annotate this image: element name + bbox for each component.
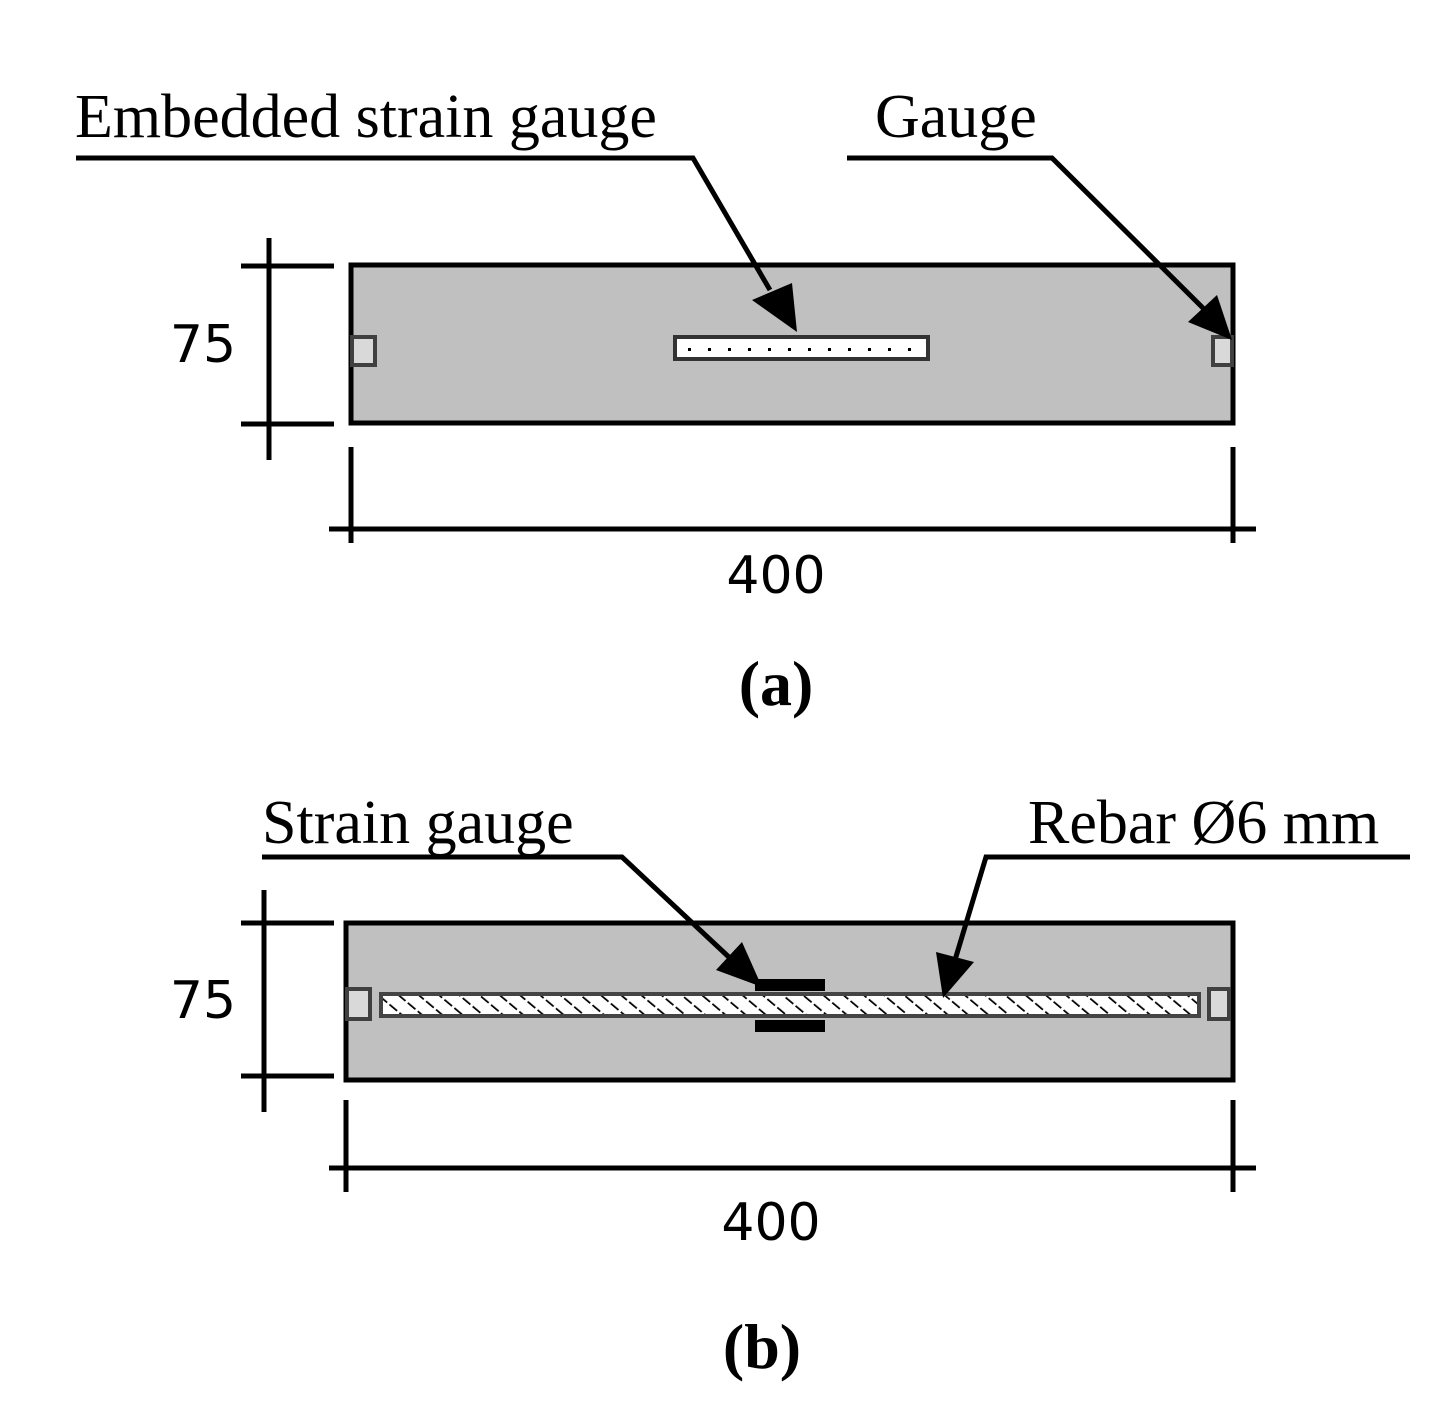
end-gauge-right-b <box>1207 987 1231 1021</box>
gauge-leader <box>847 155 1207 312</box>
gauge-label: Gauge <box>875 83 1037 151</box>
end-gauge-right-a <box>1211 335 1234 367</box>
end-gauge-left-a <box>350 335 377 367</box>
rebar <box>379 992 1201 1018</box>
gauge-arrowhead <box>1188 295 1232 340</box>
strain-gauge-top-plate <box>755 979 825 991</box>
height-dimension-b <box>241 890 334 1112</box>
embedded-gauge-leader <box>76 155 773 292</box>
length-dim-label-a: 400 <box>726 546 825 606</box>
strain-gauge-label: Strain gauge <box>262 789 574 857</box>
embedded-gauge-arrowhead <box>752 283 797 332</box>
length-dim-label-b: 400 <box>721 1193 820 1253</box>
height-dim-label-b: 75 <box>170 971 236 1031</box>
height-dimension-a <box>241 238 334 460</box>
caption-b: (b) <box>723 1311 801 1382</box>
panel-a: 75 400 Embedded strain gauge Gauge (a) <box>75 83 1256 719</box>
strain-gauge-arrowhead <box>716 942 762 987</box>
length-dimension-a <box>329 447 1256 543</box>
strain-gauge-leader <box>262 854 734 962</box>
panel-b: 75 400 Strain gauge Rebar Ø6 mm (b) <box>170 789 1410 1382</box>
height-dim-label-a: 75 <box>170 315 236 375</box>
rebar-leader <box>952 854 1410 961</box>
embedded-strain-gauge-label: Embedded strain gauge <box>75 83 657 151</box>
embedded-strain-gauge <box>673 335 930 361</box>
rebar-label: Rebar Ø6 mm <box>1028 789 1379 857</box>
end-gauge-left-b <box>345 987 372 1021</box>
caption-a: (a) <box>739 648 814 719</box>
length-dimension-b <box>329 1100 1256 1192</box>
strain-gauge-bottom-plate <box>755 1020 825 1032</box>
rebar-arrowhead <box>936 952 974 998</box>
